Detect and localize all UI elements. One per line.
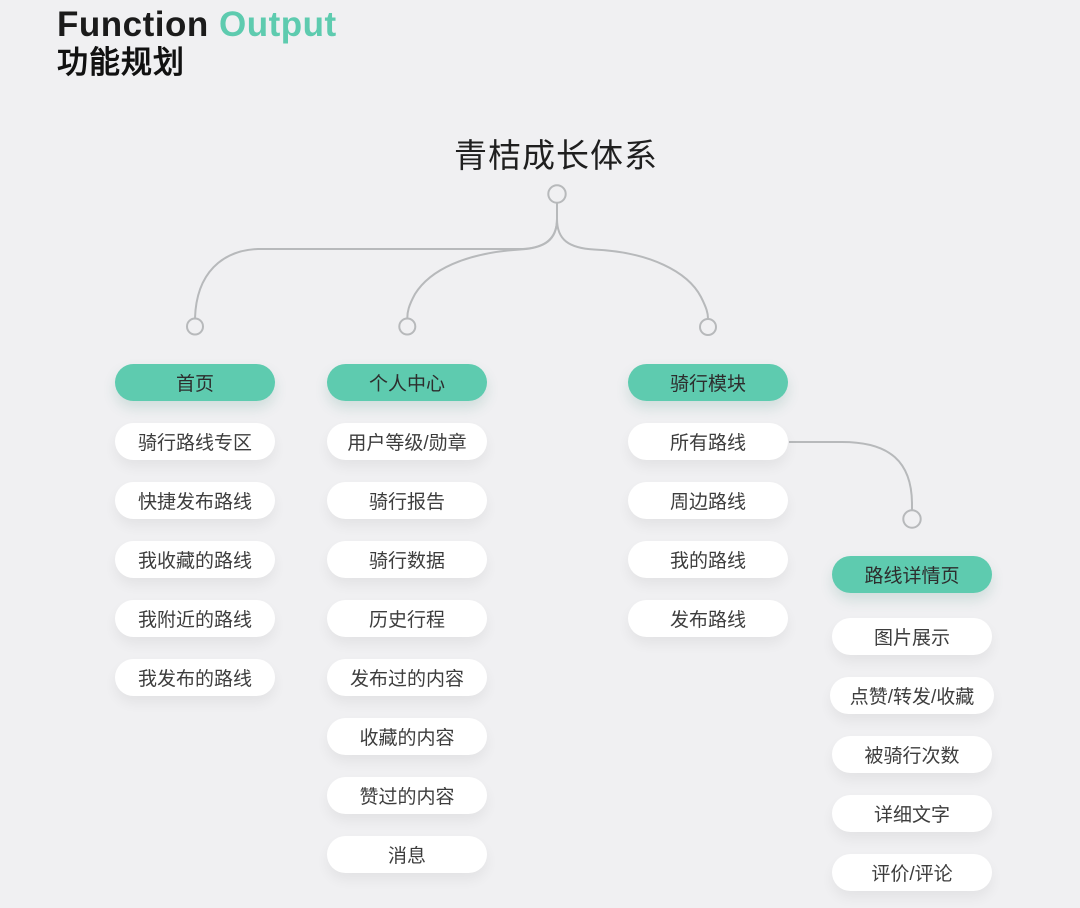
node-pill: 我的路线 — [628, 541, 788, 578]
branch-pill-profile: 个人中心 — [327, 364, 487, 401]
node-pill: 我附近的路线 — [115, 600, 275, 637]
branch-route-detail: 路线详情页 图片展示 点赞/转发/收藏 被骑行次数 详细文字 评价/评论 — [802, 556, 1022, 891]
node-pill: 消息 — [327, 836, 487, 873]
node-pill: 历史行程 — [327, 600, 487, 637]
node-pill: 点赞/转发/收藏 — [829, 677, 995, 714]
node-circle-detail — [902, 509, 922, 529]
node-circle-profile — [398, 317, 417, 336]
node-pill: 详细文字 — [832, 795, 992, 832]
node-pill: 图片展示 — [832, 618, 992, 655]
node-pill: 我收藏的路线 — [115, 541, 275, 578]
branch-pill-riding: 骑行模块 — [628, 364, 788, 401]
header-title-function: Function — [57, 5, 209, 44]
branch-home: 首页 骑行路线专区 快捷发布路线 我收藏的路线 我附近的路线 我发布的路线 — [85, 364, 305, 696]
node-pill: 被骑行次数 — [832, 736, 992, 773]
node-pill: 发布路线 — [628, 600, 788, 637]
node-circle-root — [547, 184, 567, 204]
node-pill: 我发布的路线 — [115, 659, 275, 696]
header-title-output: Output — [218, 5, 337, 44]
node-pill: 周边路线 — [628, 482, 788, 519]
header-subtitle-zh: 功能规划 — [57, 45, 185, 81]
node-pill: 快捷发布路线 — [115, 482, 275, 519]
branch-profile: 个人中心 用户等级/勋章 骑行报告 骑行数据 历史行程 发布过的内容 收藏的内容… — [297, 364, 517, 873]
connector-root-to-riding — [556, 218, 709, 319]
page-header: Function Output 功能规划 — [57, 4, 337, 82]
branch-riding: 骑行模块 所有路线 周边路线 我的路线 发布路线 — [598, 364, 818, 637]
node-pill: 收藏的内容 — [327, 718, 487, 755]
connector-root-to-profile — [406, 218, 558, 319]
node-pill: 用户等级/勋章 — [327, 423, 487, 460]
node-pill: 评价/评论 — [832, 854, 992, 891]
node-pill: 发布过的内容 — [327, 659, 487, 696]
node-pill: 骑行路线专区 — [115, 423, 275, 460]
node-pill: 骑行报告 — [327, 482, 487, 519]
node-pill: 骑行数据 — [327, 541, 487, 578]
node-circle-home — [186, 317, 204, 336]
branch-pill-home: 首页 — [115, 364, 275, 401]
branch-pill-route-detail: 路线详情页 — [832, 556, 992, 593]
node-pill: 赞过的内容 — [327, 777, 487, 814]
connector-root-to-home — [194, 203, 558, 319]
tree-root-label: 青桔成长体系 — [454, 137, 658, 174]
node-pill: 所有路线 — [628, 423, 788, 460]
header-title-en: Function Output — [57, 4, 337, 45]
node-circle-riding — [699, 318, 717, 336]
